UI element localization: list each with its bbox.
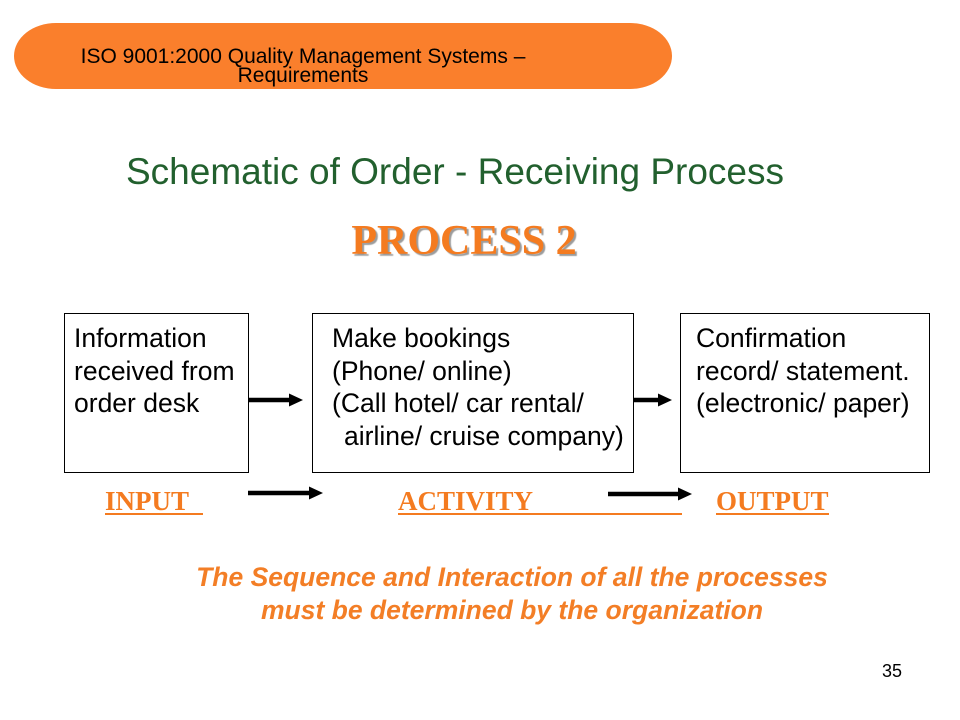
process-note: The Sequence and Interaction of all the … (162, 561, 862, 627)
activity-box-line: Make bookings (332, 323, 511, 353)
header-title: ISO 9001:2000 Quality Management Systems… (60, 45, 546, 87)
output-box-line: record/ statement. (696, 355, 910, 386)
output-label: OUTPUT (716, 486, 829, 516)
process-label: PROCESS 2 (351, 218, 577, 264)
output-box-line: Confirmation (696, 323, 847, 353)
activity-label: ACTIVITY (398, 488, 682, 515)
input-box: Information received from order desk (64, 313, 249, 473)
activity-box: Make bookings (Phone/ online) (Call hote… (312, 313, 634, 473)
process-note-line2: must be determined by the organization (260, 595, 764, 625)
process-note-line1: The Sequence and Interaction of all the … (196, 562, 828, 592)
header-title-line1: ISO 9001:2000 Quality Management Systems… (80, 45, 526, 68)
header-title-line2: Requirements (237, 64, 369, 87)
output-box-line: (electronic/ paper) (696, 388, 910, 419)
input-box-line: order desk (74, 388, 200, 419)
arrow-label-input-to-activity (248, 486, 323, 500)
page-number: 35 (881, 661, 902, 681)
input-label: INPUT (105, 488, 203, 515)
activity-box-line: airline/ cruise company) (344, 421, 624, 452)
input-box-line: Information (74, 323, 207, 353)
arrow-input-to-activity (248, 393, 303, 407)
input-box-line: received from (74, 355, 235, 386)
output-box: Confirmation record/ statement. (electro… (680, 313, 930, 473)
arrow-activity-to-output (633, 393, 672, 407)
activity-box-line: (Phone/ online) (332, 355, 512, 386)
header-banner (14, 23, 672, 89)
slide-title: Schematic of Order - Receiving Process (125, 151, 784, 192)
activity-box-line: (Call hotel/ car rental/ (332, 388, 584, 419)
